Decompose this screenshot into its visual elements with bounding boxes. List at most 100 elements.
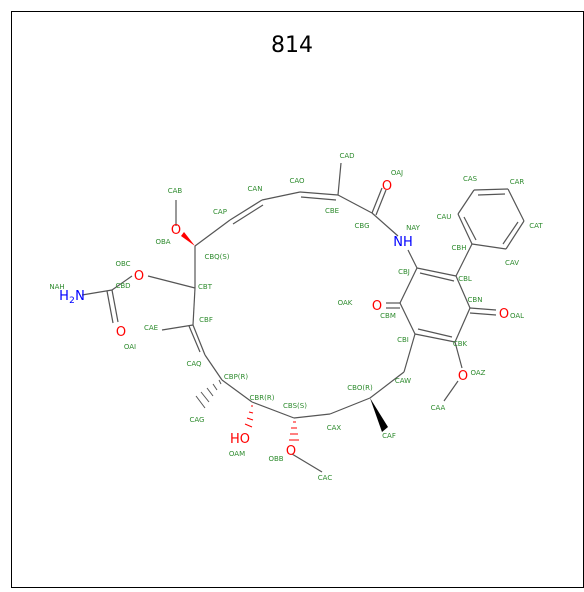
bond	[505, 220, 525, 250]
atom-label: CAR	[510, 178, 525, 186]
bond	[299, 191, 339, 196]
atom-label: CBR(R)	[250, 394, 275, 402]
atom-label: OAI	[124, 343, 136, 351]
amine-subscript: 2	[69, 296, 75, 306]
atom-label: OBB	[268, 455, 283, 463]
atom-label: CBQ(S)	[204, 253, 229, 261]
bond	[221, 379, 253, 403]
bond	[371, 187, 383, 214]
atom-label: CAG	[190, 416, 205, 424]
atom-label: CBG	[355, 222, 370, 230]
atom-label: CBE	[325, 207, 339, 215]
bond	[416, 267, 457, 277]
quinone-oxygen: O	[499, 307, 509, 322]
methoxy-oxygen: O	[171, 223, 181, 238]
bond	[188, 325, 201, 353]
atom-label: NAH	[49, 283, 64, 291]
methoxy-oxygen: O	[458, 369, 468, 384]
atom-label: CAC	[318, 474, 333, 482]
atom-label: CAU	[437, 213, 452, 221]
bond	[194, 219, 231, 247]
bond	[507, 188, 525, 222]
hash-bond	[289, 421, 299, 441]
atom-label: CBS(S)	[283, 402, 307, 410]
bond	[457, 213, 473, 245]
bond	[454, 341, 463, 369]
atom-label: CAP	[213, 208, 227, 216]
bond	[463, 216, 477, 241]
bond	[454, 307, 471, 343]
hash-bond	[195, 379, 222, 409]
ester-oxygen: O	[134, 269, 144, 284]
atom-label: CAV	[505, 259, 519, 267]
methoxy-oxygen: O	[286, 444, 296, 459]
atom-label: CAW	[395, 377, 411, 385]
atom-label: CBD	[115, 282, 130, 290]
bond	[502, 221, 519, 245]
amine-h: H	[59, 289, 69, 304]
atom-label: CBP(R)	[224, 373, 249, 381]
carbonyl-oxygen: O	[116, 325, 126, 340]
atom-label: OAK	[338, 299, 353, 307]
bond	[329, 397, 371, 415]
atom-label: CAA	[431, 404, 446, 412]
wedge-bond	[181, 232, 195, 246]
bond	[414, 333, 456, 343]
amide-oxygen: O	[382, 179, 392, 194]
bond	[337, 194, 373, 214]
bond	[111, 289, 119, 323]
atom-label: CAD	[339, 152, 354, 160]
bond	[192, 287, 196, 326]
atom-label: CAT	[529, 222, 543, 230]
bond	[403, 333, 416, 373]
wedge-bond	[370, 398, 388, 432]
bond	[229, 199, 263, 221]
bond	[291, 453, 323, 473]
bond	[369, 371, 405, 399]
atom-label: CBL	[458, 275, 472, 283]
bond	[147, 275, 196, 289]
bond	[261, 191, 301, 201]
bond	[111, 275, 133, 291]
bond	[419, 272, 455, 282]
atom-label: CBI	[397, 336, 409, 344]
atom-label: CAX	[327, 424, 342, 432]
frame-border	[11, 11, 584, 588]
bond	[161, 324, 194, 331]
bond	[192, 324, 206, 356]
atom-label: CAE	[144, 324, 158, 332]
bond	[469, 307, 497, 311]
bond	[477, 193, 506, 196]
atom-label: CBH	[452, 244, 467, 252]
bond	[443, 380, 459, 402]
bond	[455, 243, 473, 277]
bond	[337, 162, 342, 196]
bond	[417, 328, 453, 338]
bond	[399, 302, 416, 335]
bond	[407, 249, 418, 269]
atom-label: CBK	[453, 340, 468, 348]
bond	[471, 243, 507, 250]
bonds	[81, 162, 525, 473]
bond	[232, 204, 264, 225]
bond	[81, 289, 113, 296]
amine-nitrogen: N	[75, 289, 85, 304]
atom-label: CAN	[248, 185, 263, 193]
atom-label: CAF	[382, 432, 396, 440]
bond	[457, 189, 475, 215]
bond	[375, 189, 387, 216]
bond	[204, 354, 223, 381]
atom-label: NAY	[406, 224, 420, 232]
atom-label: CBJ	[398, 268, 410, 276]
bond	[300, 196, 337, 201]
hash-bond	[244, 405, 254, 428]
atom-label: OAJ	[391, 169, 403, 177]
atom-label: CAB	[168, 187, 183, 195]
bond	[293, 413, 331, 419]
atom-label: OAZ	[471, 369, 486, 377]
atom-label: CAS	[463, 175, 478, 183]
atom-label: OBA	[155, 238, 170, 246]
bond	[399, 267, 418, 304]
